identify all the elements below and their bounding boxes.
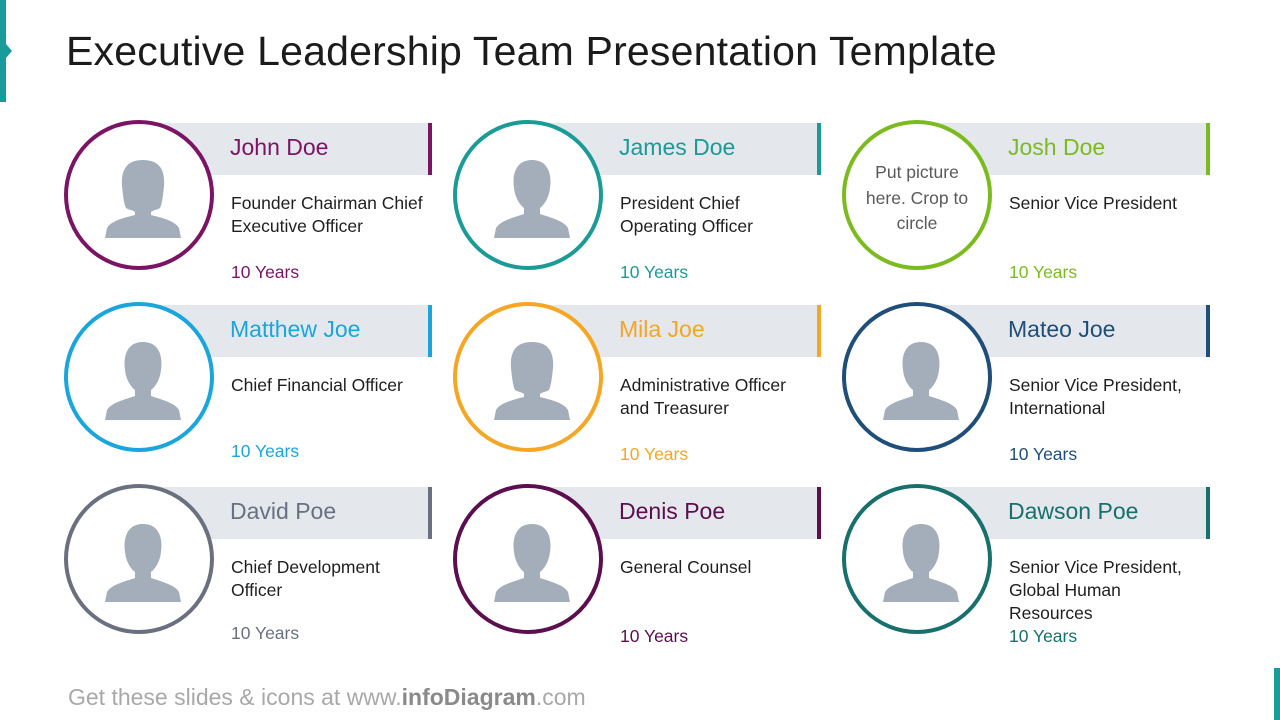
member-name: Josh Doe bbox=[1008, 134, 1106, 160]
footer-credit: Get these slides & icons at www.infoDiag… bbox=[68, 684, 586, 711]
photo-frame[interactable] bbox=[453, 484, 603, 634]
member-tenure: 10 Years bbox=[1009, 626, 1078, 646]
member-name: James Doe bbox=[619, 134, 736, 160]
member-name: Denis Poe bbox=[619, 498, 726, 524]
left-accent-arrow bbox=[6, 44, 12, 58]
slide-title: Executive Leadership Team Presentation T… bbox=[66, 28, 997, 74]
male-avatar-icon bbox=[105, 342, 181, 420]
male-avatar-icon bbox=[494, 524, 570, 602]
photo-frame[interactable] bbox=[842, 484, 992, 634]
member-tenure: 10 Years bbox=[620, 444, 689, 464]
photo-placeholder-text: Put picture here. Crop to circle bbox=[865, 162, 969, 233]
photo-frame[interactable] bbox=[453, 302, 603, 452]
member-role: Administrative Officer and Treasurer bbox=[620, 375, 786, 418]
member-tenure: 10 Years bbox=[1009, 262, 1078, 282]
footer-suffix: .com bbox=[535, 684, 586, 710]
photo-frame[interactable]: Put picture here. Crop to circle bbox=[842, 120, 992, 270]
band-accent-bar bbox=[1206, 305, 1210, 357]
member-role: Senior Vice President, International bbox=[1009, 375, 1182, 418]
member-name: Dawson Poe bbox=[1008, 498, 1139, 524]
photo-frame[interactable] bbox=[64, 120, 214, 270]
member-name: Mila Joe bbox=[619, 316, 705, 342]
member-name: Mateo Joe bbox=[1008, 316, 1116, 342]
member-role: Senior Vice President, Global Human Reso… bbox=[1009, 557, 1182, 623]
band-accent-bar bbox=[428, 487, 432, 539]
member-tenure: 10 Years bbox=[620, 262, 689, 282]
footer-brand: infoDiagram bbox=[401, 684, 536, 710]
photo-frame[interactable] bbox=[64, 484, 214, 634]
band-accent-bar bbox=[1206, 487, 1210, 539]
member-tenure: 10 Years bbox=[1009, 444, 1078, 464]
member-name: John Doe bbox=[230, 134, 329, 160]
member-tenure: 10 Years bbox=[620, 626, 689, 646]
male-avatar-icon bbox=[883, 342, 959, 420]
member-tenure: 10 Years bbox=[231, 623, 300, 643]
band-accent-bar bbox=[428, 305, 432, 357]
male-avatar-icon bbox=[883, 524, 959, 602]
photo-frame[interactable] bbox=[842, 302, 992, 452]
member-role: Chief Financial Officer bbox=[231, 375, 403, 395]
band-accent-bar bbox=[817, 123, 821, 175]
member-name: Matthew Joe bbox=[230, 316, 361, 342]
member-role: Founder Chairman Chief Executive Officer bbox=[231, 193, 423, 236]
right-accent-bar bbox=[1274, 668, 1280, 720]
band-accent-bar bbox=[817, 305, 821, 357]
band-accent-bar bbox=[1206, 123, 1210, 175]
female-avatar-icon bbox=[105, 160, 181, 238]
photo-frame[interactable] bbox=[453, 120, 603, 270]
male-avatar-icon bbox=[105, 524, 181, 602]
band-accent-bar bbox=[428, 123, 432, 175]
member-card: Put picture here. Crop to circle Josh Doe… bbox=[842, 120, 1212, 282]
member-tenure: 10 Years bbox=[231, 441, 300, 461]
band-accent-bar bbox=[817, 487, 821, 539]
photo-frame[interactable] bbox=[64, 302, 214, 452]
member-tenure: 10 Years bbox=[231, 262, 300, 282]
member-role: Chief Development Officer bbox=[231, 557, 380, 600]
footer-prefix: Get these slides & icons at www. bbox=[68, 684, 402, 710]
member-role: General Counsel bbox=[620, 557, 752, 577]
female-avatar-icon bbox=[494, 342, 570, 420]
male-avatar-icon bbox=[494, 160, 570, 238]
member-role: Senior Vice President bbox=[1009, 193, 1177, 213]
left-accent-bar bbox=[0, 0, 6, 102]
member-name: David Poe bbox=[230, 498, 337, 524]
member-role: President Chief Operating Officer bbox=[620, 193, 753, 236]
